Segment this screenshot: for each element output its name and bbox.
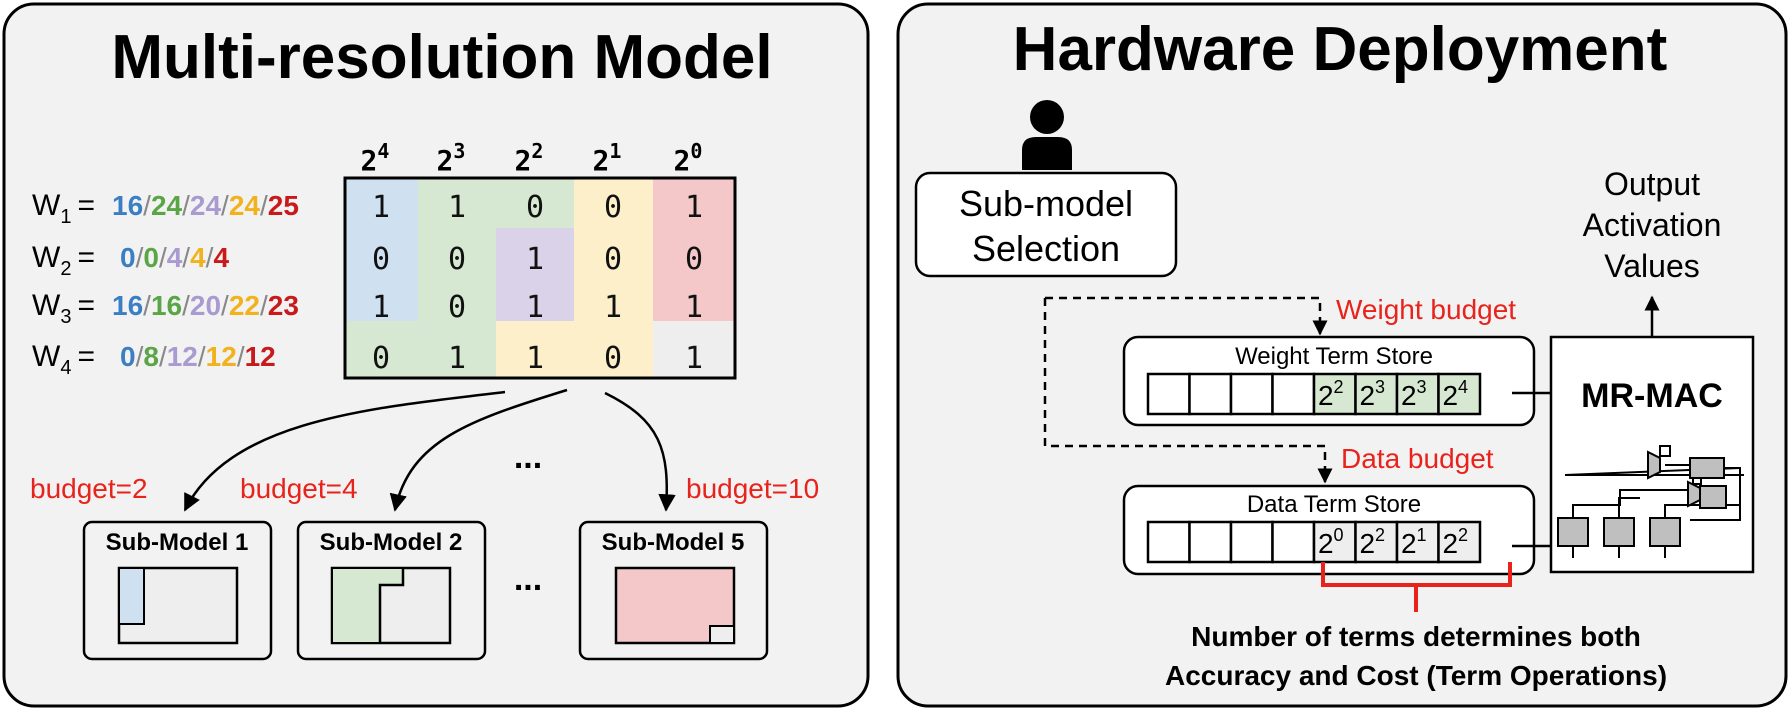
bit-cell: 0 (604, 242, 622, 277)
term-cell (1437, 372, 1482, 416)
bit-cell: 0 (448, 290, 466, 325)
weight-values-3: 16/16/20/22/23 (112, 290, 299, 321)
submodel-2: Sub-Model 2 (296, 520, 487, 661)
term-value: 24 (1442, 377, 1468, 411)
bit-cell: 1 (372, 190, 390, 225)
user-icon (1022, 100, 1072, 170)
weight-row-1: W1= (32, 189, 95, 228)
right-panel: Hardware Deployment Sub-model Selection … (896, 2, 1788, 708)
bit-cell: 0 (526, 190, 544, 225)
output-line-3: Values (1604, 248, 1699, 284)
weight-row-4: W4= (32, 340, 95, 379)
empty-term-cell (1188, 372, 1233, 416)
empty-term-cell (1229, 372, 1274, 416)
bit-matrix: 1 1 0 0 1 0 0 1 0 0 1 0 1 1 1 0 1 1 0 1 (343, 176, 737, 380)
submodel-selection-box: Sub-model Selection (914, 171, 1178, 278)
bit-cell: 1 (448, 190, 466, 225)
bit-cell: 0 (372, 242, 390, 277)
weight-budget-label: Weight budget (1336, 294, 1516, 325)
term-cell (1395, 520, 1440, 564)
weight-values-2: 0/0/4/4/4 (120, 242, 229, 273)
bit-cell: 1 (526, 242, 544, 277)
bit-header-2: 22 (515, 139, 544, 177)
bit-cell: 0 (604, 190, 622, 225)
submodel-5-title: Sub-Model 5 (602, 529, 745, 556)
output-line-2: Activation (1583, 207, 1722, 243)
term-count-bracket (1321, 562, 1512, 612)
weight-row-3: W3= (32, 289, 95, 328)
empty-term-cell (1229, 520, 1274, 564)
budget-label-1: budget=2 (30, 473, 148, 504)
empty-term-cell (1271, 372, 1316, 416)
submodel-5: Sub-Model 5 (578, 520, 769, 661)
term-value: 22 (1318, 377, 1344, 411)
weight-values-1: 16/24/24/24/25 (112, 190, 299, 221)
term-cell (1354, 372, 1399, 416)
mac-circuit-icon (1557, 445, 1744, 558)
bit-cell: 0 (685, 242, 703, 277)
empty-term-cell (1146, 520, 1191, 564)
term-value: 20 (1318, 525, 1344, 559)
submodel-2-title: Sub-Model 2 (320, 529, 463, 556)
selection-line-2: Selection (972, 228, 1120, 269)
submodel-1-title: Sub-Model 1 (106, 529, 249, 556)
note-line-1: Number of terms determines both (1191, 621, 1641, 652)
data-term-store: Data Term Store 20 22 21 22 (1122, 484, 1536, 576)
data-budget-label: Data budget (1341, 443, 1494, 474)
ellipsis-top: ... (514, 438, 542, 476)
right-panel-title: Hardware Deployment (1013, 15, 1668, 84)
bit-header-4: 20 (674, 139, 703, 177)
weight-term-store: Weight Term Store 22 23 23 24 (1122, 335, 1536, 427)
submodel-1: Sub-Model 1 (82, 520, 273, 661)
mr-mac-label: MR-MAC (1581, 377, 1723, 415)
bit-cell: 1 (604, 290, 622, 325)
empty-term-cell (1146, 372, 1191, 416)
bit-cell: 0 (372, 341, 390, 376)
term-value: 22 (1359, 525, 1385, 559)
data-store-label: Data Term Store (1247, 491, 1421, 518)
bit-cell: 1 (685, 190, 703, 225)
bit-cell: 0 (448, 242, 466, 277)
empty-term-cell (1271, 520, 1316, 564)
budget-label-3: budget=10 (686, 473, 819, 504)
ellipsis-middle: ... (514, 560, 542, 598)
selection-line-1: Sub-model (959, 183, 1133, 224)
bit-cell: 1 (526, 290, 544, 325)
bit-header-1: 23 (437, 139, 466, 177)
term-cell (1395, 372, 1440, 416)
mr-mac-unit: MR-MAC (1549, 335, 1755, 574)
budget-label-2: budget=4 (240, 473, 358, 504)
term-value: 21 (1401, 525, 1427, 559)
empty-term-cell (1188, 520, 1233, 564)
note-line-2: Accuracy and Cost (Term Operations) (1165, 660, 1667, 691)
output-line-1: Output (1604, 166, 1700, 202)
bit-header-3: 21 (593, 139, 622, 177)
budget-paths (1043, 296, 1333, 484)
bit-header-0: 24 (361, 139, 390, 177)
bit-cell: 1 (526, 341, 544, 376)
weight-store-label: Weight Term Store (1235, 343, 1433, 370)
term-cell (1437, 520, 1482, 564)
term-value: 23 (1359, 377, 1385, 411)
term-value: 22 (1442, 525, 1468, 559)
bit-headers: 24 23 22 21 20 (361, 139, 703, 177)
bit-cell: 1 (372, 290, 390, 325)
bit-cell: 1 (685, 290, 703, 325)
weight-row-2: W2= (32, 241, 95, 280)
weight-values-4: 0/8/12/12/12 (120, 341, 276, 372)
split-arrows (183, 388, 676, 512)
bit-cell: 1 (448, 341, 466, 376)
term-value: 23 (1401, 377, 1427, 411)
left-panel-title: Multi-resolution Model (111, 23, 772, 92)
bit-cell: 0 (604, 341, 622, 376)
bit-cell: 1 (685, 341, 703, 376)
